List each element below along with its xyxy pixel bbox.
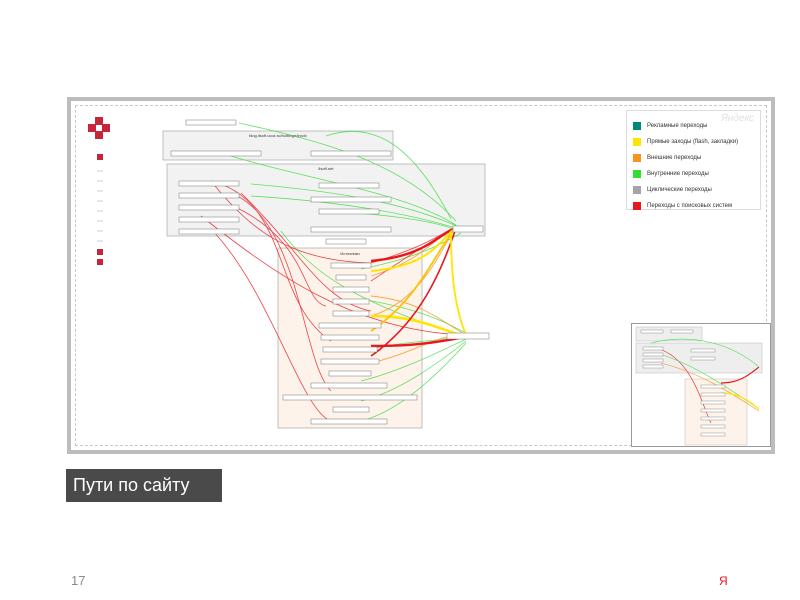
bottom-group-title: Источники [340, 251, 359, 256]
legend-swatch [633, 202, 641, 210]
diagram-frame: blog.llsoft.ucoz.ru/bulltinge/jrpclx lls… [67, 97, 775, 454]
mid-group-title: llsoft.net [319, 166, 335, 171]
legend-item-ads: Рекламные переходы [633, 118, 754, 134]
legend-label: Циклические переходы [647, 187, 712, 193]
legend-item-external: Внешние переходы [633, 150, 754, 166]
minimap[interactable] [631, 323, 771, 447]
legend-swatch [633, 122, 641, 130]
slide-caption: Пути по сайту [66, 469, 222, 502]
nodes [170, 119, 490, 425]
legend-item-direct: Прямые заходы (flash, закладки) [633, 134, 754, 150]
legend-swatch [633, 170, 641, 178]
site-paths-graph: blog.llsoft.ucoz.ru/bulltinge/jrpclx lls… [88, 117, 490, 429]
legend-item-search: Переходы с поисковых систем [633, 198, 754, 214]
top-group-title: blog.llsoft.ucoz.ru/bulltinge/jrpclx [249, 133, 307, 138]
legend-label: Переходы с поисковых систем [647, 203, 733, 209]
page-number: 17 [71, 573, 86, 588]
legend-label: Прямые заходы (flash, закладки) [647, 139, 739, 145]
zoom-scale [97, 170, 103, 242]
legend-swatch [633, 186, 641, 194]
zoom-controls[interactable] [88, 117, 110, 265]
diagram-frame-border [75, 105, 767, 446]
legend-label: Внутренние переходы [647, 171, 709, 177]
legend-swatch [633, 154, 641, 162]
legend-label: Внешние переходы [647, 155, 702, 161]
legend: Яндекс Рекламные переходы Прямые заходы … [626, 110, 761, 210]
legend-label: Рекламные переходы [647, 123, 708, 129]
yandex-logo-icon: Я [719, 574, 728, 588]
legend-brand: Яндекс [720, 113, 754, 124]
legend-item-internal: Внутренние переходы [633, 166, 754, 182]
legend-swatch [633, 138, 641, 146]
legend-item-cyclic: Циклические переходы [633, 182, 754, 198]
